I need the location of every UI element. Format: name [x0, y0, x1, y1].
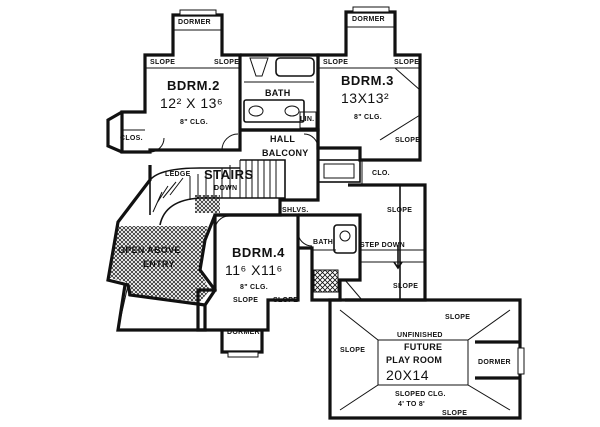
slope-label-5: SLOPE — [395, 137, 420, 144]
closet-label-bdrm2: CLOS. — [120, 135, 143, 142]
room-labels: BDRM.2 12² X 13⁶ 8" CLG. BDRM.3 13X13² 8… — [118, 73, 446, 408]
bedroom2-size: 12² X 13⁶ — [160, 95, 223, 111]
slope-label-11: SLOPE — [340, 347, 365, 354]
future-name: FUTURE — [404, 342, 442, 352]
entry-label: ENTRY — [143, 259, 175, 269]
dormer-label-future: DORMER — [478, 359, 511, 366]
shelves-label: SHLVS. — [282, 207, 309, 214]
slope-label-6: SLOPE — [387, 207, 412, 214]
linen-label: LIN. — [300, 116, 314, 123]
dormer-label-bdrm4: DORMER — [227, 329, 260, 336]
dormer-label-bdrm3: DORMER — [352, 16, 385, 23]
slope-label-1: SLOPE — [150, 59, 175, 66]
hall-balcony: BALCONY — [262, 148, 309, 158]
slope-label-3: SLOPE — [323, 59, 348, 66]
future-unfinished: UNFINISHED — [397, 332, 443, 339]
step-down-label: STEP DOWN — [360, 242, 405, 249]
hall-name: HALL — [270, 134, 295, 144]
slope-label-2: SLOPE — [214, 59, 239, 66]
interior-lines — [110, 6, 525, 411]
ledge-label: LEDGE — [165, 171, 191, 178]
lower-bath-label: BATH — [313, 239, 333, 246]
future-size: 20X14 — [386, 367, 429, 383]
bedroom4-ceiling: 8" CLG. — [240, 284, 268, 291]
slope-label-8: SLOPE — [233, 297, 258, 304]
bedroom3-size: 13X13² — [341, 90, 389, 106]
future-name2: PLAY ROOM — [386, 355, 442, 365]
bedroom3-ceiling: 8" CLG. — [354, 114, 382, 121]
future-ceiling: SLOPED CLG. — [395, 391, 446, 398]
stair-treads — [152, 160, 277, 213]
future-ceiling-range: 4' TO 8' — [398, 401, 425, 408]
slope-label-7: SLOPE — [393, 283, 418, 290]
annotation-labels: DORMER DORMER DORMER DORMER SLOPE SLOPE … — [120, 16, 511, 417]
slope-label-12: SLOPE — [442, 410, 467, 417]
stairs-label: STAIRS — [204, 167, 254, 182]
slope-label-10: SLOPE — [445, 314, 470, 321]
slope-label-4: SLOPE — [394, 59, 419, 66]
slope-label-9: SLOPE — [273, 297, 298, 304]
open-above-label: OPEN ABOVE — [118, 245, 181, 255]
bedroom3-name: BDRM.3 — [341, 73, 394, 88]
stairs-down-label: DOWN — [214, 185, 237, 192]
bedroom2-ceiling: 8" CLG. — [180, 119, 208, 126]
upper-bath-label: BATH — [265, 88, 291, 98]
bedroom4-name: BDRM.4 — [232, 245, 285, 260]
bedroom2-name: BDRM.2 — [167, 78, 220, 93]
closet-label-bdrm3: CLO. — [372, 170, 390, 177]
dormer-label-bdrm2: DORMER — [178, 19, 211, 26]
bedroom4-size: 11⁶ X11⁶ — [225, 262, 283, 278]
